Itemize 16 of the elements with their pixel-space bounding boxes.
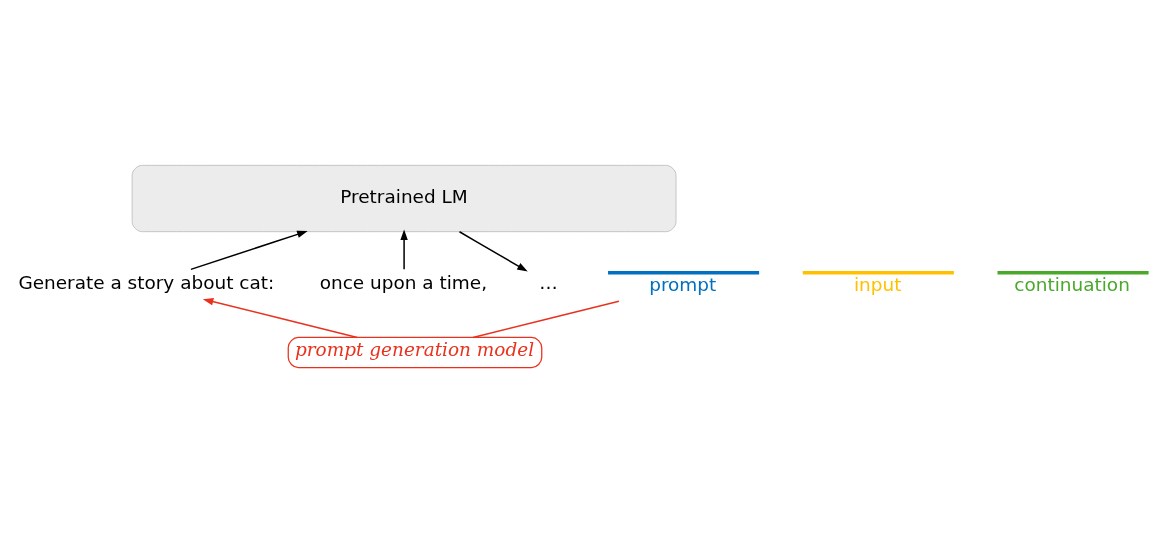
arrow — [458, 230, 528, 272]
node-box — [802, 271, 954, 275]
node-text: Generate a story about cat: — [18, 272, 275, 294]
node-box — [608, 271, 760, 275]
arrow — [202, 298, 359, 339]
node-box: Pretrained LM — [131, 164, 677, 233]
node-box: prompt generation model — [287, 336, 543, 369]
arrow — [400, 229, 408, 271]
arrow — [190, 230, 308, 271]
node-text: … — [539, 272, 558, 294]
node-label: prompt — [649, 273, 717, 295]
node-text: once upon a time, — [319, 272, 488, 294]
node-box — [997, 271, 1149, 275]
node-label: input — [853, 273, 902, 295]
node-label: continuation — [1014, 273, 1130, 295]
connector — [472, 300, 620, 339]
